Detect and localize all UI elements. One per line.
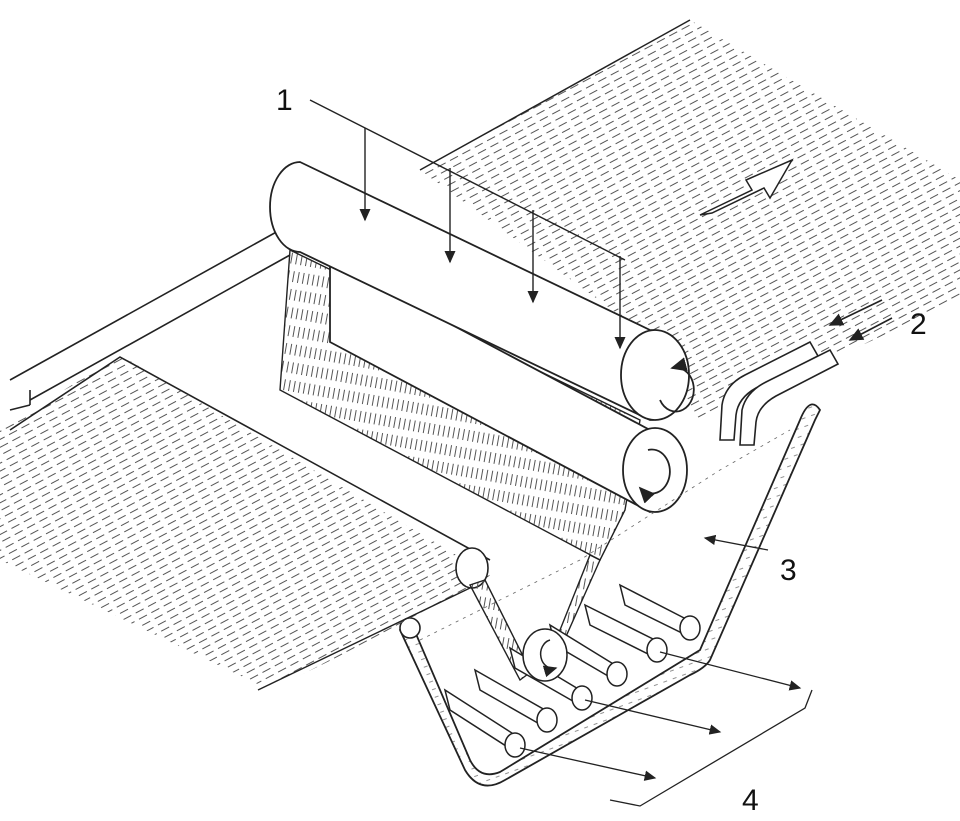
outlet-arrows <box>519 651 813 807</box>
direction-arrow <box>699 158 794 216</box>
callout-label-1: 1 <box>276 84 293 117</box>
callout-label-4: 4 <box>742 784 759 817</box>
callout-label-3: 3 <box>780 554 797 587</box>
fabric-outgoing <box>419 19 960 420</box>
pressure-arrows <box>309 99 626 350</box>
fabric-incoming <box>0 355 491 691</box>
inlet-pipes <box>719 299 893 446</box>
guide-rollers <box>443 583 701 758</box>
squeeze-rollers <box>269 161 695 513</box>
label-leaders <box>703 534 769 551</box>
frame-rails <box>9 229 291 411</box>
callout-label-2: 2 <box>910 308 927 341</box>
